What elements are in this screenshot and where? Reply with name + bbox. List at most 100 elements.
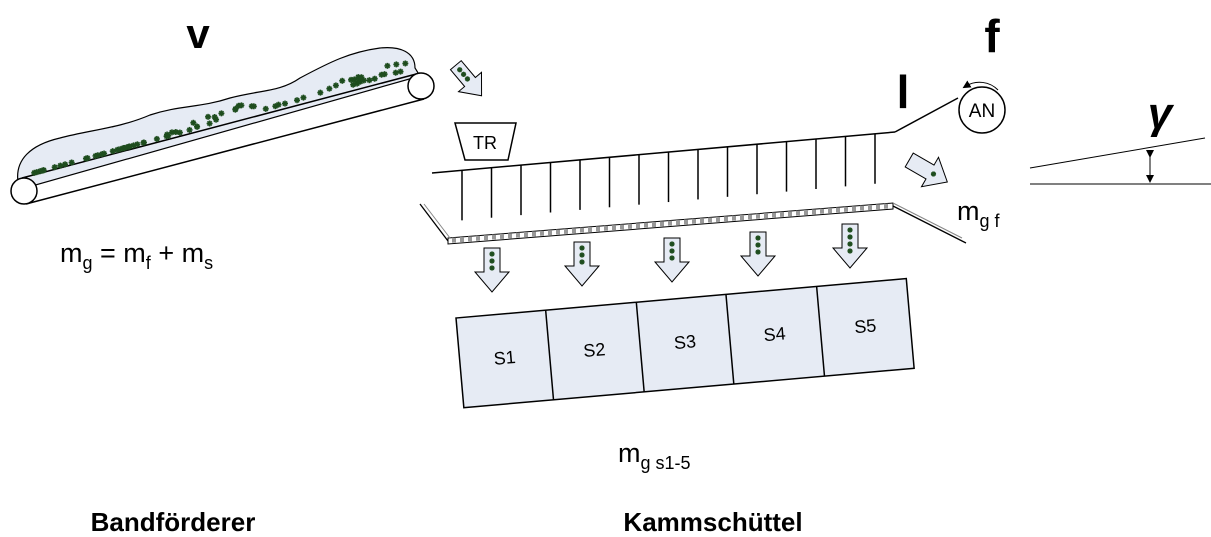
particle [275,102,281,108]
particle [326,86,332,92]
particle [169,129,175,135]
deck-mesh-cell [620,224,624,229]
deck-mesh-cell [452,238,456,243]
material-arrow-icon [833,224,867,268]
deck-mesh-cell [468,236,472,241]
particle [847,248,852,253]
deck-mesh-cell [724,216,728,221]
formula-m3: m [182,238,205,268]
deck-mesh-cell [812,209,816,214]
belt-roller-left [11,178,37,204]
hopper-label: TR [473,133,497,153]
material-arrow-icon [741,232,775,276]
deck-mesh-cell [860,206,864,211]
deck-left-wall [420,204,448,241]
particle [333,82,339,88]
particle [207,120,213,126]
deck-mesh-cell [556,230,560,235]
screen-deck-hatch [452,204,888,243]
particle [372,76,378,82]
particle [62,161,68,167]
deck-mesh-cell [700,218,704,223]
caption-kammschuettel: Kammschüttel [623,507,802,537]
deck-mesh-cell [524,232,528,237]
deck-mesh-cell [788,211,792,216]
deck-mesh-cell [836,207,840,212]
deck-mesh-cell [596,226,600,231]
deck-mesh-cell [868,205,872,210]
deck-right-wall [893,206,966,243]
particle [579,245,584,250]
particle [154,136,160,142]
deck-mesh-cell [748,214,752,219]
deck-mesh-cell [740,215,744,220]
particle [317,90,323,96]
deck-mesh-cell [884,204,888,209]
belt-conveyor [11,48,434,204]
bin-label: S3 [673,331,697,353]
overflow-mass-base: m [957,196,980,226]
label-l: l [897,66,910,118]
particle [393,61,399,67]
deck-right-wall-inner [893,203,962,238]
particle [489,251,494,256]
formula-sub1: g [83,253,93,273]
deck-mesh-cell [476,236,480,241]
material-arrow-icon [655,238,689,282]
comb-shaker [420,98,966,244]
angle-label: γ [1148,89,1175,138]
deck-mesh-cell [772,213,776,218]
deck-left-wall-inner [424,204,450,238]
deck-mesh-cell [820,209,824,214]
particle [847,234,852,239]
particle [233,106,239,112]
particle [402,60,408,66]
deck-mesh-cell [660,221,664,226]
drive-label: AN [969,101,995,122]
drive-unit: AN [959,82,1005,133]
material-arrow-icon [901,145,956,196]
deck-mesh-cell [580,228,584,233]
deck-mesh-cell [460,237,464,242]
deck-mesh-cell [716,217,720,222]
particle [351,76,357,82]
deck-mesh-cell [572,228,576,233]
deck-mesh-cell [764,213,768,218]
particle [218,110,224,116]
material-arrow-icon [565,242,599,286]
material-arrow-icon [475,248,509,292]
deck-mesh-cell [756,214,760,219]
material-pile [18,48,420,188]
collection-bins: S1 S2 S3 S4 S5 [456,279,914,408]
particle [384,63,390,69]
particle [339,78,345,84]
particle [177,130,183,136]
deck-mesh-cell [684,219,688,224]
particle [669,255,674,260]
overflow-mass-sub: g f [980,211,1001,231]
particle [110,148,116,154]
comb-teeth [462,134,875,221]
feed-arrow [444,56,493,106]
particle [393,70,399,76]
deck-mesh-cell [564,229,568,234]
deck-mesh-cell [540,231,544,236]
bin-label: S5 [853,315,877,337]
deck-mesh-cell [852,206,856,211]
deck-mesh-cell [732,216,736,221]
particle [164,133,170,139]
particle [669,248,674,253]
particle [101,151,107,157]
label-f: f [984,10,1000,62]
deck-mesh-cell [588,227,592,232]
deck-mesh-cell [804,210,808,215]
bin-label: S1 [493,347,517,369]
angle-inclined-line [1030,138,1205,168]
particle [126,144,132,150]
particle [579,252,584,257]
deck-mesh-cell [644,223,648,228]
deck-mesh-cell [780,212,784,217]
particle [134,141,140,147]
particle [52,164,58,170]
